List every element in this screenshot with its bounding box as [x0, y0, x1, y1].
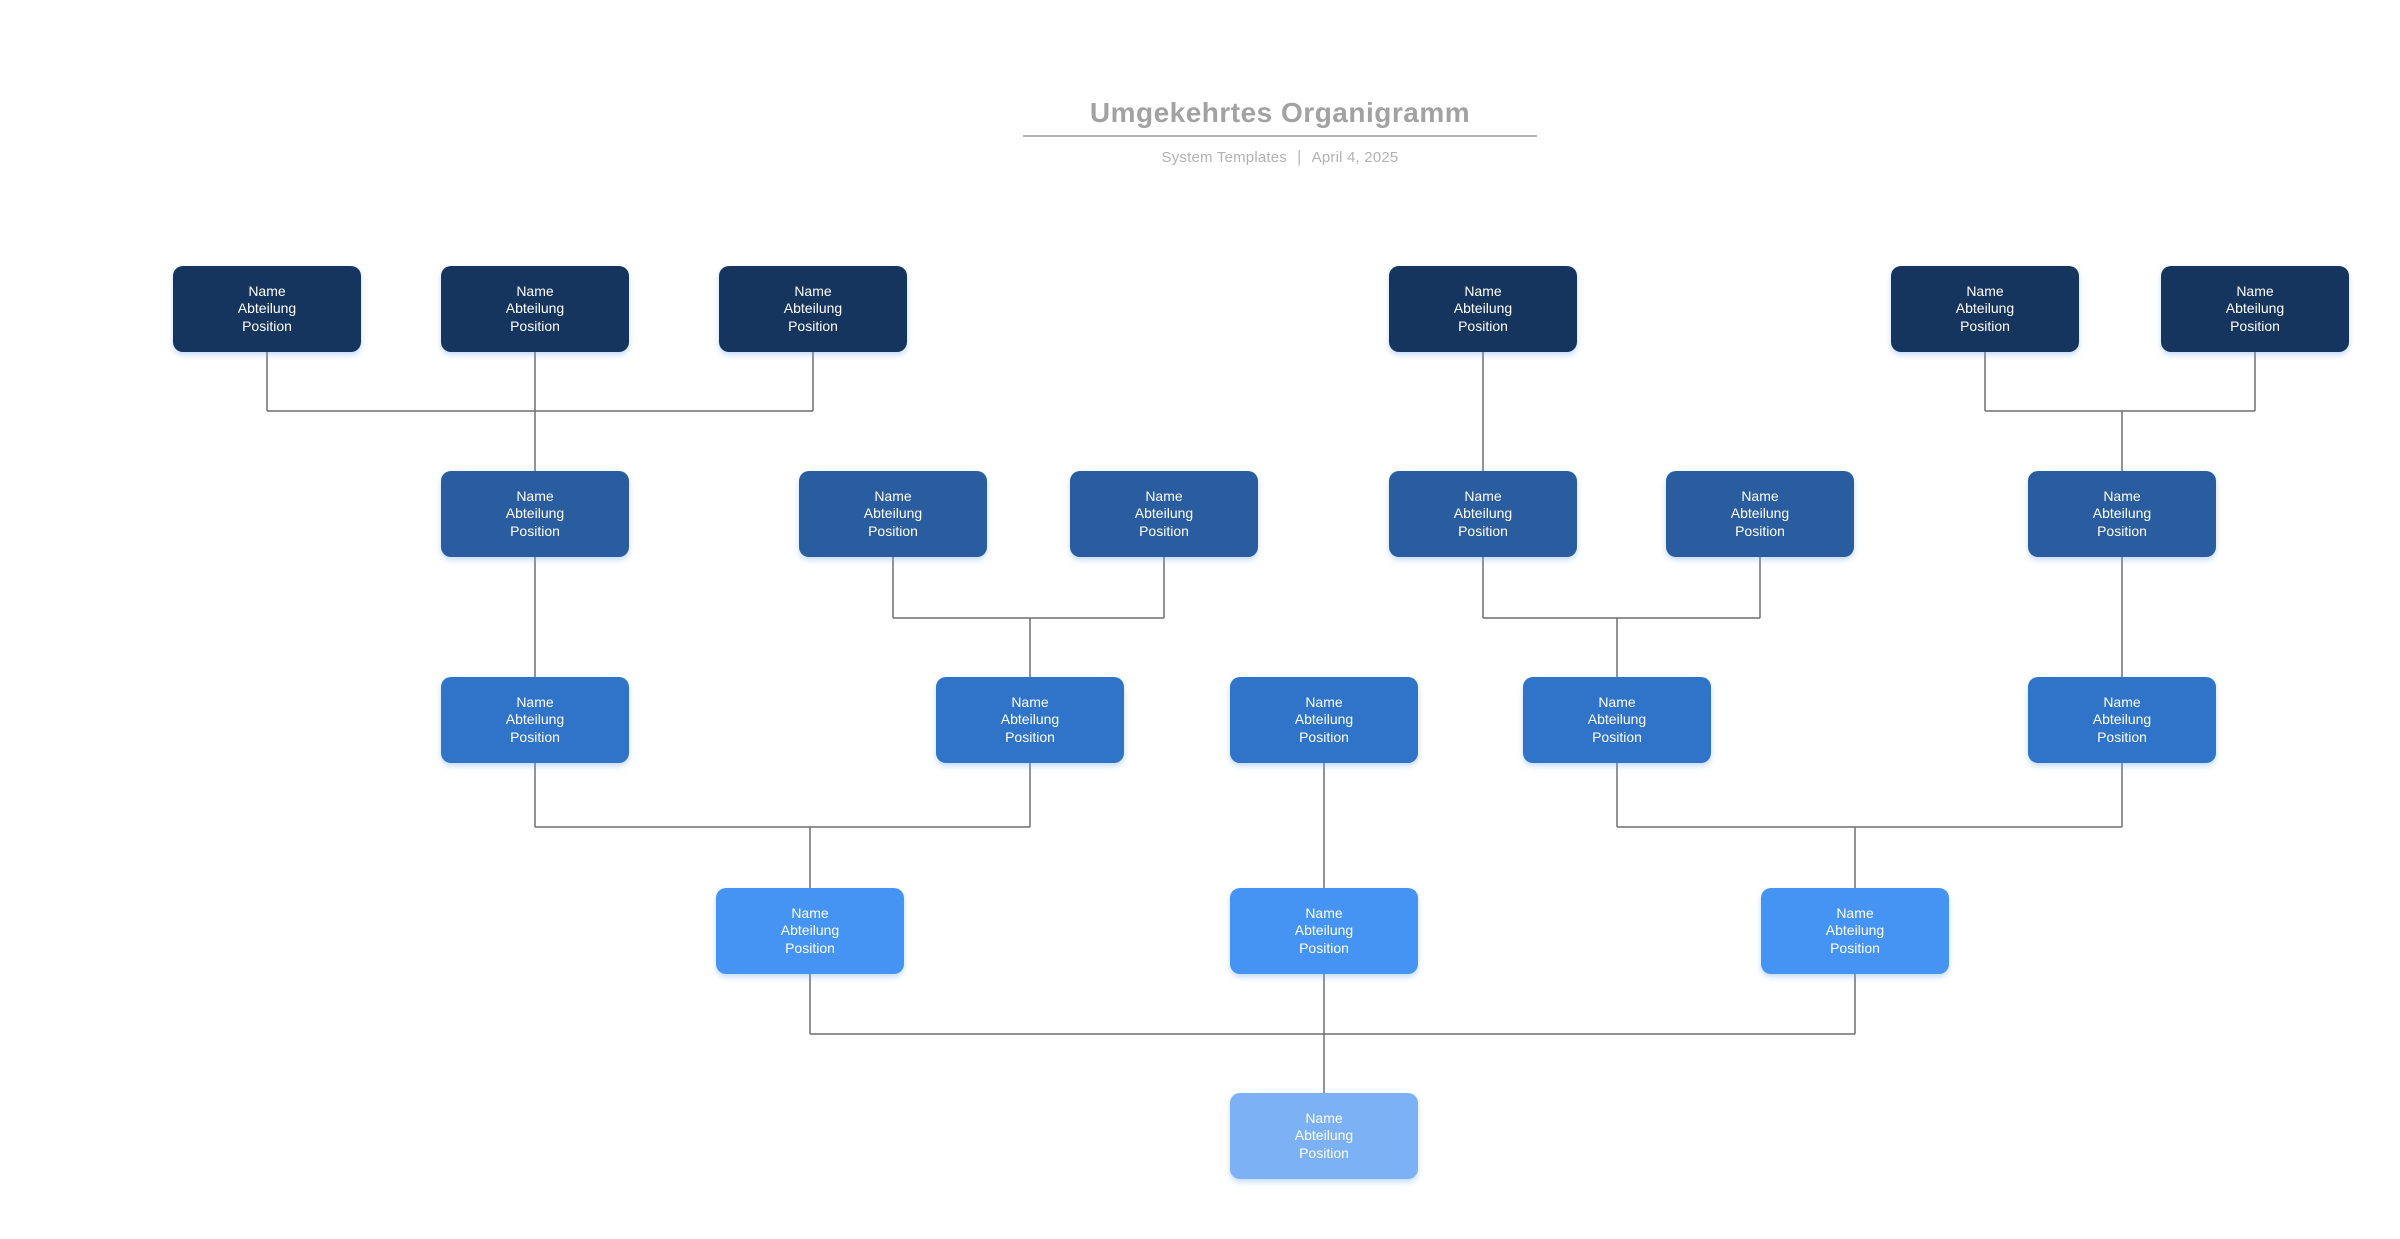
- subtitle-source: System Templates: [1161, 148, 1288, 166]
- node-label-line: Name: [516, 282, 554, 299]
- node-label-line: Position: [510, 728, 560, 745]
- subtitle-date: April 4, 2025: [1311, 148, 1399, 166]
- node-label-line: Position: [1299, 728, 1349, 745]
- node-label-line: Position: [2097, 522, 2147, 539]
- node-label-line: Position: [1458, 317, 1508, 334]
- node-label-line: Name: [1464, 282, 1502, 299]
- node-label-line: Abteilung: [863, 505, 923, 522]
- node-label-line: Abteilung: [505, 300, 565, 317]
- node-label-line: Position: [1960, 317, 2010, 334]
- node-label-line: Abteilung: [505, 505, 565, 522]
- node-label-line: Name: [2103, 487, 2141, 504]
- node-label-line: Abteilung: [1000, 711, 1060, 728]
- subtitle: System Templates | April 4, 2025: [1023, 147, 1537, 167]
- title-underline: [1023, 135, 1537, 137]
- node-label-line: Abteilung: [2092, 711, 2152, 728]
- node-label-line: Name: [1598, 693, 1636, 710]
- subtitle-separator: |: [1297, 147, 1302, 166]
- node-label-line: Abteilung: [1294, 1127, 1354, 1144]
- node-label-line: Position: [242, 317, 292, 334]
- node-label-line: Name: [1305, 1109, 1343, 1126]
- node-label-line: Position: [1005, 728, 1055, 745]
- node-label-line: Abteilung: [1825, 922, 1885, 939]
- page-title: Umgekehrtes Organigramm: [1089, 97, 1471, 128]
- node-label-line: Abteilung: [780, 922, 840, 939]
- node-label-line: Name: [1145, 487, 1183, 504]
- node-label-line: Abteilung: [1587, 711, 1647, 728]
- node-label-line: Position: [1830, 939, 1880, 956]
- node-label-line: Abteilung: [1453, 505, 1513, 522]
- node-label-line: Position: [1299, 1144, 1349, 1161]
- node-label-line: Position: [1592, 728, 1642, 745]
- node-label-line: Position: [788, 317, 838, 334]
- node-label-line: Abteilung: [237, 300, 297, 317]
- node-label-line: Position: [1735, 522, 1785, 539]
- node-label-line: Position: [510, 317, 560, 334]
- node-label-line: Position: [2097, 728, 2147, 745]
- node-label-line: Name: [248, 282, 286, 299]
- node-label-line: Abteilung: [2225, 300, 2285, 317]
- node-label-line: Abteilung: [1134, 505, 1194, 522]
- node-label-line: Name: [794, 282, 832, 299]
- node-label-line: Position: [1139, 522, 1189, 539]
- node-label-line: Name: [1464, 487, 1502, 504]
- chart-header: Umgekehrtes Organigramm System Templates…: [1023, 96, 1537, 167]
- node-label-line: Position: [785, 939, 835, 956]
- node-label-line: Abteilung: [1294, 922, 1354, 939]
- node-label-line: Position: [1299, 939, 1349, 956]
- node-label-line: Name: [516, 487, 554, 504]
- node-label-line: Position: [2230, 317, 2280, 334]
- node-label-line: Name: [1966, 282, 2004, 299]
- node-label-line: Position: [510, 522, 560, 539]
- node-label-line: Abteilung: [783, 300, 843, 317]
- node-label-line: Name: [516, 693, 554, 710]
- node-label-line: Name: [791, 904, 829, 921]
- node-label-line: Name: [1836, 904, 1874, 921]
- node-label-line: Abteilung: [1294, 711, 1354, 728]
- node-label-line: Name: [1011, 693, 1049, 710]
- node-label-line: Name: [874, 487, 912, 504]
- node-label-line: Name: [2236, 282, 2274, 299]
- node-label-line: Position: [868, 522, 918, 539]
- node-label-line: Name: [1305, 693, 1343, 710]
- node-label-line: Name: [1305, 904, 1343, 921]
- node-label-line: Abteilung: [505, 711, 565, 728]
- node-label-line: Abteilung: [1453, 300, 1513, 317]
- node-label-line: Abteilung: [2092, 505, 2152, 522]
- node-label-line: Name: [1741, 487, 1779, 504]
- node-label-line: Position: [1458, 522, 1508, 539]
- node-label-line: Abteilung: [1955, 300, 2015, 317]
- node-label-line: Name: [2103, 693, 2141, 710]
- node-label-line: Abteilung: [1730, 505, 1790, 522]
